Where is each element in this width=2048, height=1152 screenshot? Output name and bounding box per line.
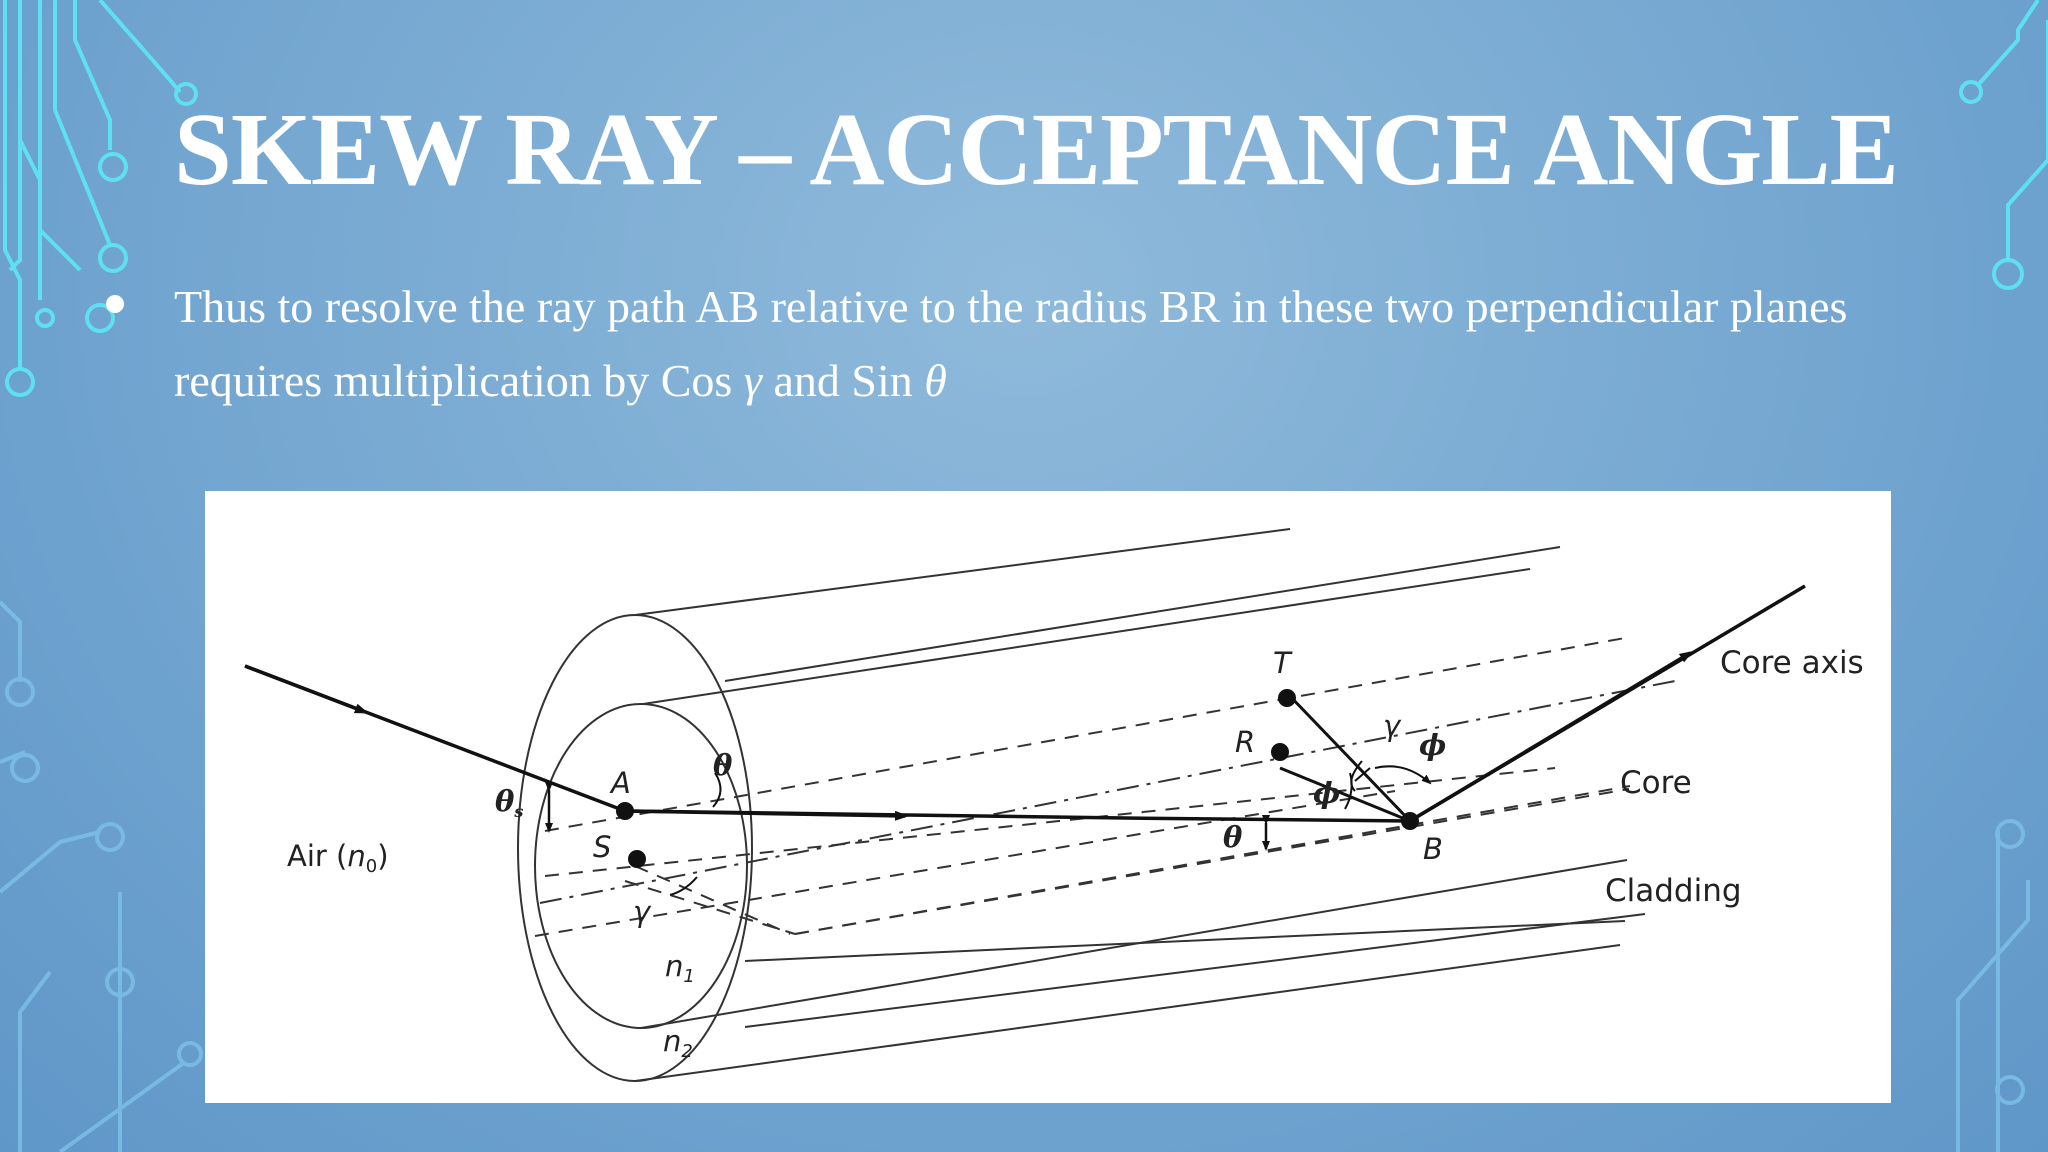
label-cladding: Cladding (1605, 873, 1742, 909)
label-n2: n2 (663, 1024, 693, 1062)
circuit-decoration-right-bottom (1956, 819, 2030, 1152)
skew-ray-diagram: Core axis Core Cladding Air (n0) A S B R… (205, 491, 1891, 1103)
label-phi-mid: ϕ (1313, 776, 1340, 810)
angle-markers (545, 782, 1270, 851)
bullet-text: Thus to resolve the ray path AB relative… (174, 270, 1914, 418)
diagram-canvas: Core axis Core Cladding Air (n0) A S B R… (244, 528, 1864, 1082)
point-t-dot (1278, 689, 1296, 707)
ray-path (244, 584, 1806, 823)
label-point-s: S (593, 830, 611, 864)
bullet-text-part-2: and Sin (761, 355, 925, 406)
point-a-dot (616, 802, 634, 820)
bullet-theta: θ (924, 355, 947, 406)
dashed-guides (534, 637, 1631, 937)
label-point-r: R (1235, 725, 1255, 759)
bullet-dot (106, 295, 124, 313)
point-r-dot (1271, 743, 1289, 761)
label-air: Air (n0) (287, 839, 389, 877)
circuit-decoration-right (1959, 0, 2048, 290)
core-outline (534, 568, 1646, 1029)
circuit-decoration-left (3, 0, 198, 397)
bullet-gamma: γ (743, 355, 762, 406)
label-gamma-b: γ (1383, 709, 1402, 743)
label-point-a: A (609, 766, 631, 800)
core-axis-line (539, 680, 1676, 904)
label-core: Core (1620, 765, 1692, 801)
radius-lines (1279, 691, 1412, 823)
label-point-b: B (1423, 832, 1443, 866)
label-phi-top: ϕ (1419, 728, 1446, 762)
points (616, 689, 1419, 868)
cladding-outline (517, 528, 1626, 1082)
label-theta-a: θ (713, 748, 733, 782)
label-gamma-s: γ (633, 895, 652, 929)
point-b-dot (1401, 812, 1419, 830)
label-theta-s: θs (495, 784, 523, 821)
circuit-decoration-left-bottom (0, 600, 203, 1152)
label-n1: n1 (665, 949, 695, 987)
label-point-t: T (1273, 646, 1293, 680)
label-core-axis: Core axis (1720, 645, 1864, 681)
slide-title: SKEW RAY – ACCEPTANCE ANGLE (174, 92, 1899, 207)
point-s-dot (628, 850, 646, 868)
label-theta-b: θ (1223, 820, 1243, 854)
angle-arcs (669, 760, 1432, 896)
bullet-text-part-1: Thus to resolve the ray path AB relative… (174, 281, 1848, 406)
